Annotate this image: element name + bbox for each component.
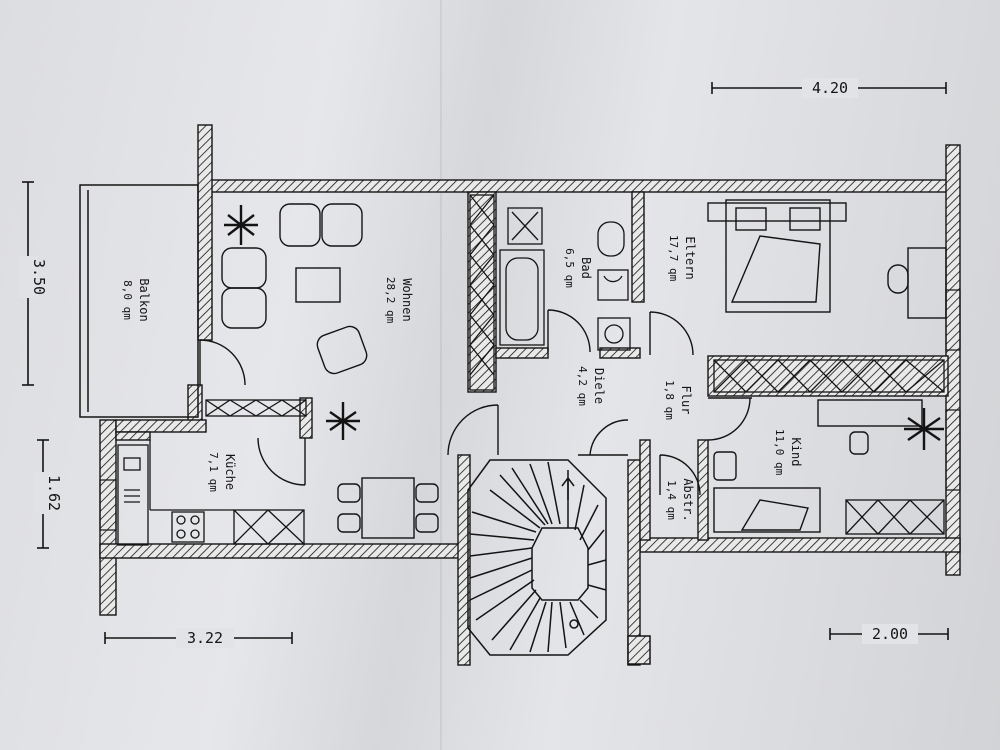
room-area: 1,8 qm bbox=[663, 380, 676, 420]
room-abstr: Abstr. 1,4 qm bbox=[665, 478, 695, 521]
room-wohnen: Wohnen 28,2 qm bbox=[384, 277, 414, 324]
room-name: Balkon bbox=[137, 278, 151, 321]
room-area: 6,5 qm bbox=[563, 248, 576, 288]
bath-fixtures bbox=[499, 207, 631, 351]
built-in-cabinets bbox=[205, 194, 945, 545]
living-furniture bbox=[221, 203, 439, 539]
dimension-labels: 4.20 3.50 1.62 3.22 2.00 bbox=[18, 78, 918, 648]
bedroom-furniture bbox=[707, 199, 947, 533]
room-eltern: Eltern 17,7 qm bbox=[667, 235, 697, 282]
kitchen-furniture bbox=[117, 440, 234, 546]
room-name: Wohnen bbox=[400, 278, 414, 321]
room-kind: Kind 11,0 qm bbox=[773, 429, 803, 476]
balcony bbox=[79, 184, 199, 418]
room-name: Eltern bbox=[683, 236, 697, 279]
walls bbox=[99, 124, 961, 666]
room-name: Abstr. bbox=[681, 478, 695, 521]
windows bbox=[99, 289, 961, 531]
dim-top-label: 4.20 bbox=[812, 79, 848, 97]
paper-fold bbox=[440, 0, 442, 750]
room-name: Kind bbox=[789, 438, 803, 467]
room-area: 4,2 qm bbox=[576, 366, 589, 406]
room-area: 17,7 qm bbox=[667, 235, 680, 282]
doors bbox=[199, 309, 752, 496]
room-diele: Diele 4,2 qm bbox=[576, 366, 606, 406]
room-area: 28,2 qm bbox=[384, 277, 397, 324]
room-name: Flur bbox=[679, 386, 693, 415]
dim-bottom-left-label: 3.22 bbox=[187, 629, 223, 647]
dim-left-label: 3.50 bbox=[30, 259, 48, 295]
plants bbox=[224, 205, 944, 450]
room-bad: Bad 6,5 qm bbox=[563, 248, 593, 288]
room-labels: Balkon 8,0 qm Wohnen 28,2 qm Küche 7,1 q… bbox=[121, 235, 803, 522]
staircase bbox=[467, 459, 651, 665]
room-area: 1,4 qm bbox=[665, 480, 678, 520]
dim-left-lower-label: 1.62 bbox=[45, 475, 63, 511]
room-area: 7,1 qm bbox=[207, 452, 220, 492]
room-flur: Flur 1,8 qm bbox=[663, 380, 693, 420]
room-balkon: Balkon 8,0 qm bbox=[121, 278, 151, 321]
dim-bottom-right-label: 2.00 bbox=[872, 625, 908, 643]
room-area: 11,0 qm bbox=[773, 429, 786, 476]
room-name: Bad bbox=[579, 257, 593, 279]
room-name: Diele bbox=[592, 368, 606, 404]
room-name: Küche bbox=[223, 454, 237, 490]
room-kueche: Küche 7,1 qm bbox=[207, 452, 237, 492]
room-area: 8,0 qm bbox=[121, 280, 134, 320]
